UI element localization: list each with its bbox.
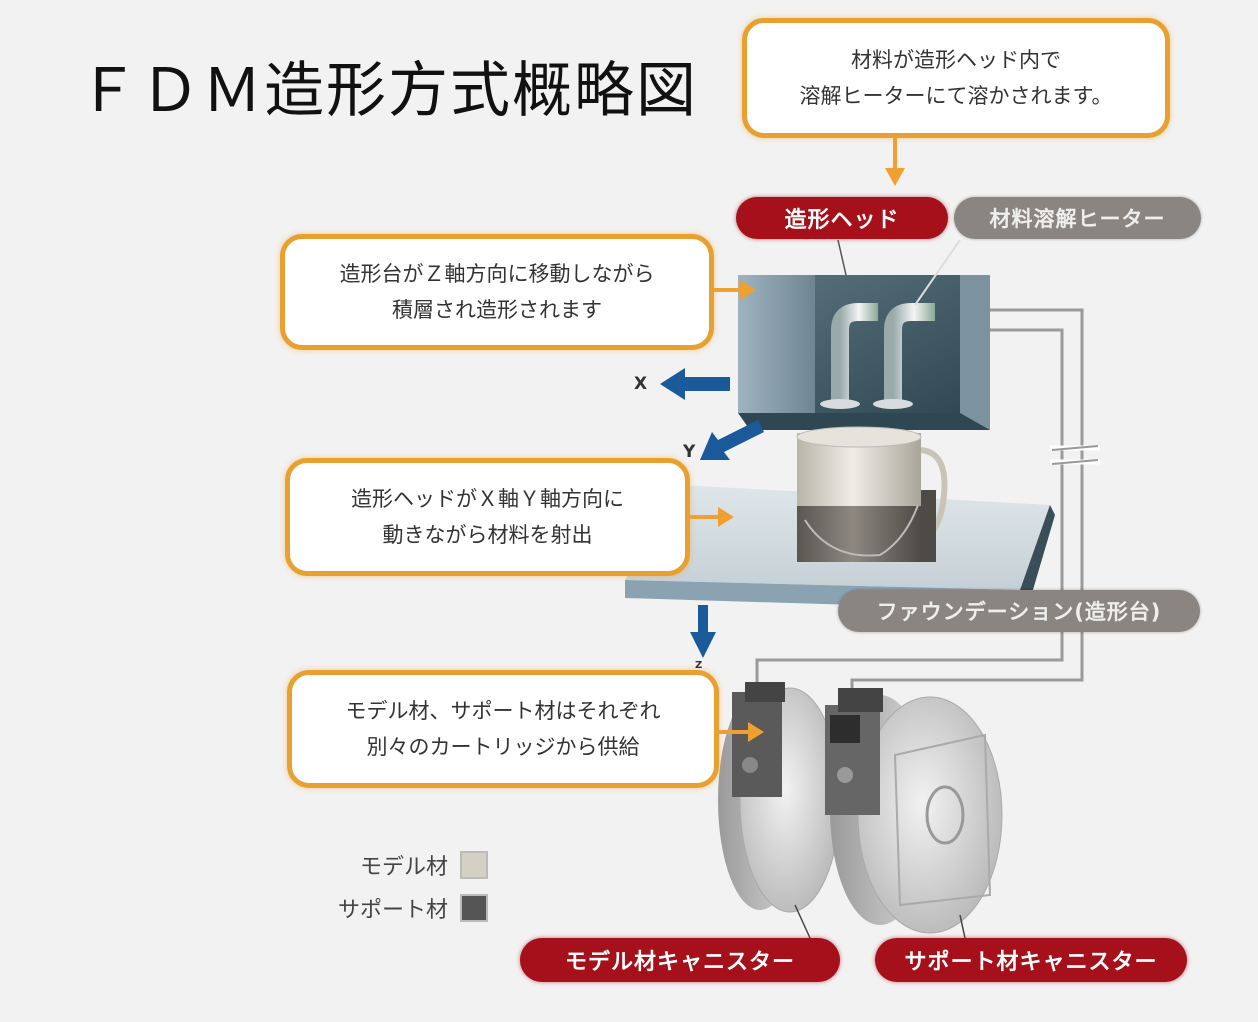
cup-model bbox=[796, 426, 948, 562]
callout-arrows bbox=[690, 138, 905, 742]
label-head: 造形ヘッド bbox=[736, 197, 948, 239]
support-canister bbox=[825, 688, 1003, 934]
label-heater: 材料溶解ヒーター bbox=[954, 197, 1201, 239]
legend-swatch-model bbox=[460, 851, 488, 879]
legend-label-model: モデル材 bbox=[359, 855, 448, 880]
callout-cartridge: モデル材、サポート材はそれぞれ 別々のカートリッジから供給 bbox=[287, 670, 719, 788]
callout-xy-axis: 造形ヘッドがＸ軸Ｙ軸方向に 動きながら材料を射出 bbox=[285, 458, 690, 576]
legend-item-support: サポート材 bbox=[320, 885, 488, 931]
model-canister bbox=[718, 682, 841, 913]
callout-cartridge-line-1: モデル材、サポート材はそれぞれ bbox=[345, 699, 661, 723]
head-box bbox=[738, 275, 990, 430]
x-axis-label: X bbox=[634, 374, 648, 394]
axis-arrows bbox=[660, 368, 764, 658]
x-axis-arrow bbox=[660, 368, 730, 400]
legend: モデル材 サポート材 bbox=[320, 845, 488, 931]
y-axis-label: Y bbox=[683, 442, 696, 462]
label-foundation: ファウンデーション(造形台) bbox=[838, 590, 1200, 632]
label-model-canister: モデル材キャニスター bbox=[520, 938, 840, 982]
y-axis-arrow bbox=[700, 420, 764, 460]
callout-cartridge-line-2: 別々のカートリッジから供給 bbox=[366, 735, 640, 759]
legend-label-support: サポート材 bbox=[337, 898, 448, 923]
z-axis-label: Z bbox=[695, 660, 703, 671]
callout-z-axis-line-1: 造形台がＺ軸方向に移動しながら bbox=[339, 262, 655, 286]
callout-z-axis-line-2: 積層され造形されます bbox=[392, 298, 602, 322]
callout-xy-axis-line-1: 造形ヘッドがＸ軸Ｙ軸方向に bbox=[351, 487, 624, 511]
z-axis-arrow bbox=[690, 605, 716, 658]
legend-swatch-support bbox=[460, 894, 488, 922]
page-title: ＦＤＭ造形方式概略図 bbox=[78, 56, 698, 126]
callout-z-axis: 造形台がＺ軸方向に移動しながら 積層され造形されます bbox=[280, 234, 714, 350]
label-support-canister: サポート材キャニスター bbox=[875, 938, 1187, 982]
callout-xy-axis-line-2: 動きながら材料を射出 bbox=[382, 523, 593, 547]
callout-heater-line-1: 材料が造形ヘッド内で bbox=[851, 48, 1061, 72]
callout-heater: 材料が造形ヘッド内で 溶解ヒーターにて溶かされます。 bbox=[742, 18, 1170, 138]
legend-item-model: モデル材 bbox=[320, 845, 488, 885]
callout-heater-line-2: 溶解ヒーターにて溶かされます。 bbox=[799, 84, 1113, 108]
